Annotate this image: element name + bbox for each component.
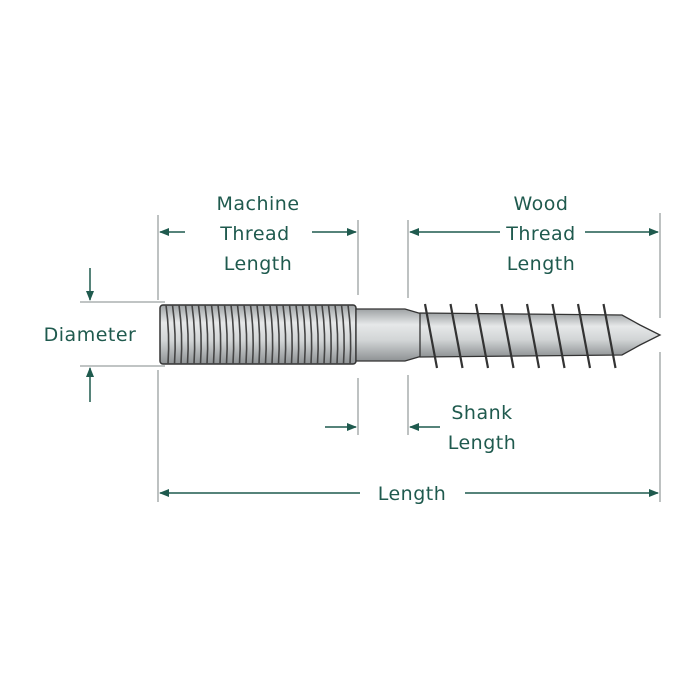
machine-thread-line xyxy=(308,304,313,365)
machine-thread-line xyxy=(165,304,170,365)
shank-label-1: Shank xyxy=(451,402,512,424)
machine-thread-line xyxy=(334,304,339,365)
machine-thread-line xyxy=(327,304,332,365)
machine-thread-line xyxy=(301,304,306,365)
machine-thread-line xyxy=(204,304,209,365)
wood-thread-crest xyxy=(551,303,566,369)
machine-thread-line xyxy=(230,304,235,365)
wood-label-3: Length xyxy=(507,253,576,275)
machine-thread-line xyxy=(347,304,352,365)
machine-thread-line xyxy=(171,304,176,365)
machine-thread-line xyxy=(217,304,222,365)
machine-thread-line xyxy=(288,304,293,365)
machine-thread-line xyxy=(314,304,319,365)
machine-thread-line xyxy=(321,304,326,365)
machine-thread-line xyxy=(340,304,345,365)
diameter-label: Diameter xyxy=(44,324,137,346)
wood-thread-crest xyxy=(449,303,464,369)
wood-thread-crest xyxy=(525,303,541,369)
shank-label-2: Length xyxy=(448,432,517,454)
machine-thread-line xyxy=(262,304,267,365)
overall-length-dimension: Length xyxy=(159,483,659,505)
machine-thread-line xyxy=(243,304,248,365)
shank-length-dimension: Shank Length xyxy=(325,402,516,454)
machine-thread-line xyxy=(295,304,300,365)
machine-thread-line xyxy=(236,304,241,365)
machine-thread-line xyxy=(197,304,202,365)
length-label: Length xyxy=(378,483,447,505)
extension-lines xyxy=(80,213,661,502)
machine-thread-line xyxy=(256,304,261,365)
wood-thread-crest xyxy=(474,303,490,369)
machine-thread-line xyxy=(223,304,228,365)
machine-label-2: Thread xyxy=(219,223,289,245)
wood-thread-crest xyxy=(602,303,617,369)
screw-illustration xyxy=(159,303,662,369)
machine-thread-line xyxy=(184,304,189,365)
wood-label-1: Wood xyxy=(514,193,569,215)
diameter-dimension: Diameter xyxy=(44,268,137,402)
machine-thread-line xyxy=(275,304,280,365)
wood-thread-crest xyxy=(576,303,592,369)
machine-thread-length-dimension: Machine Thread Length xyxy=(159,193,357,275)
machine-thread-line xyxy=(249,304,254,365)
wood-thread-crest xyxy=(500,303,515,369)
machine-thread-line xyxy=(191,304,196,365)
machine-thread-line xyxy=(210,304,215,365)
wood-label-2: Thread xyxy=(505,223,575,245)
machine-thread-line xyxy=(178,304,183,365)
machine-label-3: Length xyxy=(224,253,293,275)
machine-label-1: Machine xyxy=(216,193,299,215)
machine-thread-line xyxy=(269,304,274,365)
wood-thread-length-dimension: Wood Thread Length xyxy=(409,193,659,275)
machine-thread-line xyxy=(282,304,287,365)
wood-thread-crest xyxy=(423,303,439,369)
